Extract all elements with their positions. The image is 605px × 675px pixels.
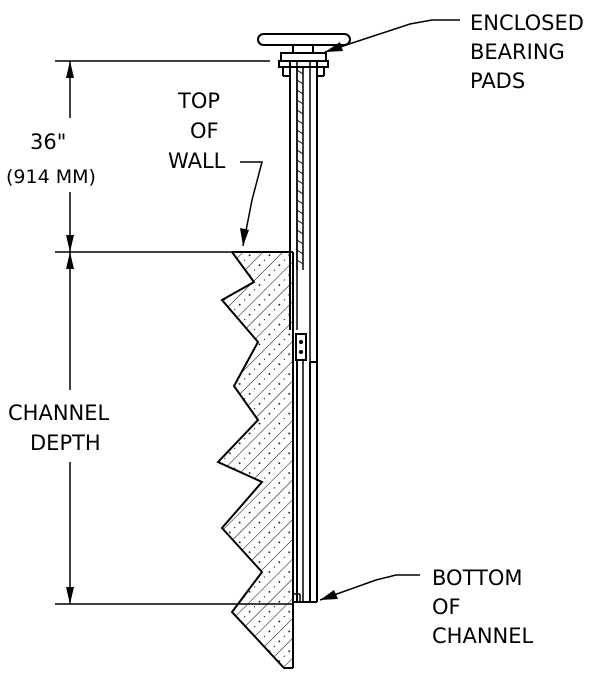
- top-of-wall-label-line1: TOP: [177, 89, 220, 113]
- frame-guide: [289, 62, 318, 362]
- enclosed-label-line3: PADS: [470, 69, 525, 93]
- dimension-914mm-label: (914 MM): [6, 166, 96, 188]
- top-of-wall-label-line3: WALL: [168, 149, 226, 173]
- channel-depth-label-line2: DEPTH: [30, 431, 101, 455]
- handwheel: [257, 33, 351, 46]
- callout-enclosed-bearing-pads: ENCLOSED BEARING PADS: [324, 11, 584, 93]
- dimension-channel-depth: CHANNEL DEPTH: [8, 252, 293, 605]
- channel-depth-label-line1: CHANNEL: [8, 401, 110, 425]
- concrete-wall-section: [216, 251, 294, 669]
- bottom-of-channel-label-line1: BOTTOM: [432, 566, 523, 590]
- top-of-wall-label-line2: OF: [190, 119, 219, 143]
- enclosed-label-line1: ENCLOSED: [470, 11, 584, 35]
- dimension-36-label: 36": [30, 130, 66, 154]
- callout-bottom-of-channel: BOTTOM OF CHANNEL: [319, 566, 534, 648]
- dimension-36-inch: 36" (914 MM): [6, 60, 270, 253]
- bottom-of-channel-label-line2: OF: [432, 595, 461, 619]
- bottom-of-channel-label-line3: CHANNEL: [432, 624, 534, 648]
- gate-slide: [293, 360, 318, 603]
- callout-top-of-wall: TOP OF WALL: [168, 89, 263, 247]
- threaded-stem: [296, 66, 304, 270]
- enclosed-label-line2: BEARING: [470, 40, 565, 64]
- stem-coupling: [295, 333, 307, 361]
- enclosed-bearing-pads: [278, 44, 329, 77]
